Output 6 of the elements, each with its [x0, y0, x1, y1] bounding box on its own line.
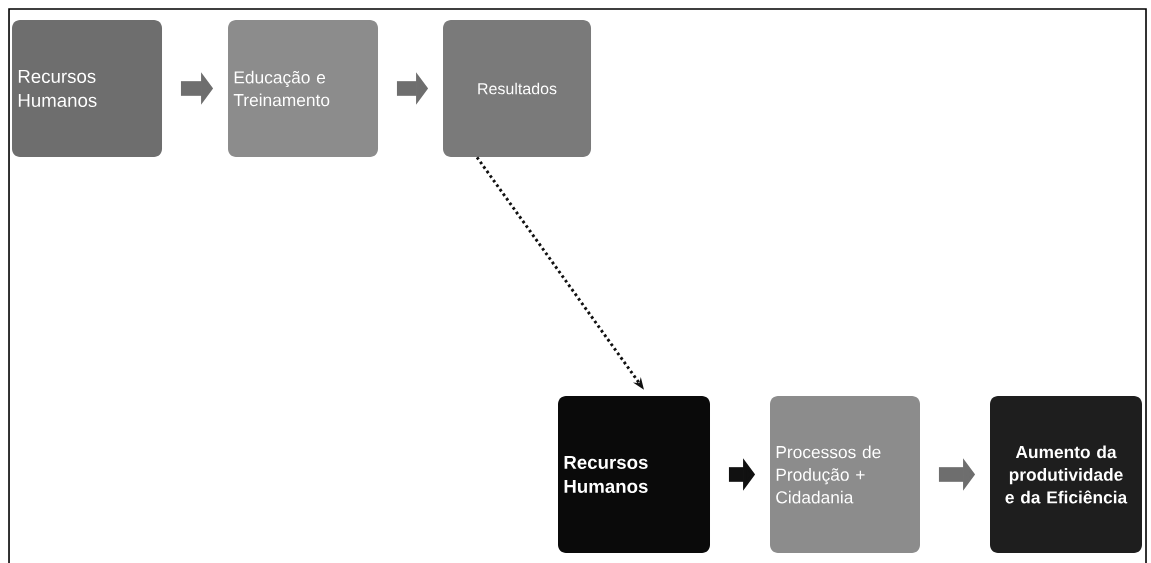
process-box: Resultados — [443, 19, 591, 158]
process-box: Recursos Humanos — [558, 395, 710, 554]
process-box: Processos de Produção + Cidadania — [770, 395, 920, 554]
process-box: Recursos Humanos — [12, 19, 162, 158]
process-box: Aumento da produtividade e da Eficiência — [990, 395, 1142, 554]
process-box: Educação e Treinamento — [228, 19, 378, 158]
